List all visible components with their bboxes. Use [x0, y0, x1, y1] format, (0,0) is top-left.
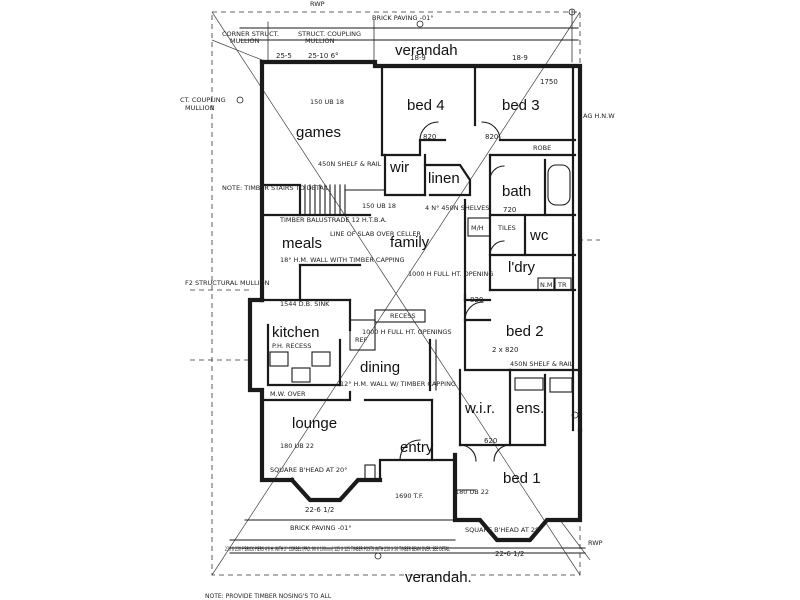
- note-struct-mullion: F2 STRUCTURAL MULLION: [185, 279, 270, 287]
- note-opening-full: 1000 H FULL HT. OPENING: [408, 270, 493, 278]
- room-linen: linen: [428, 170, 460, 187]
- note-ub-150b: 150 UB 18: [362, 202, 396, 210]
- dim-620: 620: [484, 437, 497, 445]
- room-bed4: bed 4: [407, 97, 445, 114]
- note-timber-stairs: NOTE: TIMBER STAIRS TO DETAIL: [222, 184, 330, 192]
- note-shelves: 4 N° 450N SHELVES: [425, 204, 489, 212]
- note-brick-paving-bottom: BRICK PAVING -01°: [290, 524, 352, 532]
- outer-walls: [247, 59, 583, 543]
- dim-820b: 820: [485, 133, 498, 141]
- room-bed2: bed 2: [506, 323, 544, 340]
- dim-820c: 820: [470, 296, 483, 304]
- top-verandah-edge: [239, 9, 579, 63]
- note-square-bhead: SQUARE B'HEAD AT 20°: [270, 466, 347, 474]
- room-dining: dining: [360, 359, 400, 376]
- room-ens: ens.: [516, 400, 544, 417]
- note-mullion2: MULLION: [305, 37, 335, 45]
- section-markers: [236, 8, 579, 560]
- dim-25-5: 25-5: [276, 52, 292, 60]
- room-lounge: lounge: [292, 415, 337, 432]
- note-mullion1: MULLION: [230, 37, 260, 45]
- note-line-slab: LINE OF SLAB OVER CELLER: [330, 230, 421, 238]
- note-tr: TR: [557, 281, 567, 289]
- note-openings: 1000 H FULL HT. OPENINGS: [362, 328, 452, 336]
- room-games: games: [296, 124, 341, 141]
- note-shelf-rail2: 450N SHELF & RAIL: [510, 360, 574, 368]
- room-entry: entry: [400, 439, 434, 456]
- bottom-verandah-edge: [229, 519, 586, 554]
- note-rwp-top: RWP: [310, 0, 325, 8]
- note-shelf-rail: 450N SHELF & RAIL: [318, 160, 382, 168]
- note-nm: N.M.: [540, 281, 555, 289]
- room-ldry: l'dry: [508, 259, 536, 276]
- dim-22-6-b: 22-6 1/2: [495, 550, 524, 558]
- dim-18-9a: 18-9: [410, 54, 426, 62]
- note-ref: REF: [355, 336, 368, 344]
- note-ag-hnw: AG H.N.W: [583, 112, 615, 120]
- note-robe: ROBE: [533, 144, 551, 152]
- dim-25-10: 25-10 6°: [308, 52, 339, 60]
- room-wir-bottom: w.i.r.: [464, 400, 495, 417]
- note-tiles: TILES: [497, 224, 516, 232]
- construction-outline: [190, 11, 600, 576]
- room-bed3: bed 3: [502, 97, 540, 114]
- dim-820a: 820: [423, 133, 436, 141]
- note-corner-struct: CORNER STRUCT.: [222, 30, 279, 38]
- dim-22-6-a: 22-6 1/2: [305, 506, 334, 514]
- dim-720: 720: [503, 206, 516, 214]
- note-struct-coupling: STRUCT. COUPLING: [298, 30, 361, 38]
- note-ub-150: 150 UB 18: [310, 98, 344, 106]
- room-verandah-top: verandah: [395, 42, 458, 59]
- note-brick-piers: 230 X 230 F'BRICK PIERS 4'6 H. WITH 2° C…: [225, 546, 450, 553]
- note-recess: RECESS: [390, 312, 416, 320]
- note-mullion3: MULLION: [185, 104, 215, 112]
- room-wc: wc: [529, 227, 549, 244]
- annotations: RWP BRICK PAVING -01° CORNER STRUCT. MUL…: [180, 0, 615, 600]
- note-provide-timber: NOTE: PROVIDE TIMBER NOSING'S TO ALL: [205, 593, 332, 600]
- note-square-bhead2: SQUARE B'HEAD AT 28°: [465, 526, 542, 534]
- room-family: family: [390, 234, 430, 251]
- note-db-sink: 1544 D.B. SINK: [280, 300, 330, 308]
- room-bed1: bed 1: [503, 470, 541, 487]
- note-ct-coupling: CT. COUPLING: [180, 96, 226, 104]
- note-timber-balustrade: TIMBER BALUSTRADE 12 H.T.B.A.: [279, 216, 387, 224]
- note-two-x-820: 2 x 820: [492, 346, 518, 354]
- room-labels: verandah games bed 4 bed 3 wir linen bat…: [272, 42, 549, 586]
- note-hm-wall: 18° H.M. WALL WITH TIMBER CAPPING: [280, 256, 405, 264]
- room-meals: meals: [282, 235, 322, 252]
- room-wir-top: wir: [389, 159, 409, 176]
- room-kitchen: kitchen: [272, 324, 320, 341]
- note-dim-1690: 1690 T.F.: [395, 492, 424, 500]
- note-wall-timber: 12° H.M. WALL W/ TIMBER CAPPING: [340, 380, 456, 388]
- dim-1750: 1750: [540, 78, 558, 86]
- note-mw-over: M.W. OVER: [270, 390, 306, 398]
- note-mh: M/H: [471, 224, 484, 232]
- dim-18-9b: 18-9: [512, 54, 528, 62]
- room-bath: bath: [502, 183, 531, 200]
- note-brick-paving-top: BRICK PAVING -01°: [372, 14, 434, 22]
- note-ub-22: 180 UB 22: [280, 442, 314, 450]
- interior-walls: [260, 64, 582, 491]
- note-rwp-bottom: RWP: [588, 539, 603, 547]
- note-ub-22b: 180 UB 22: [455, 488, 489, 496]
- note-ph-recess: P.H. RECESS: [272, 342, 311, 350]
- room-verandah-bottom: verandah.: [405, 569, 472, 586]
